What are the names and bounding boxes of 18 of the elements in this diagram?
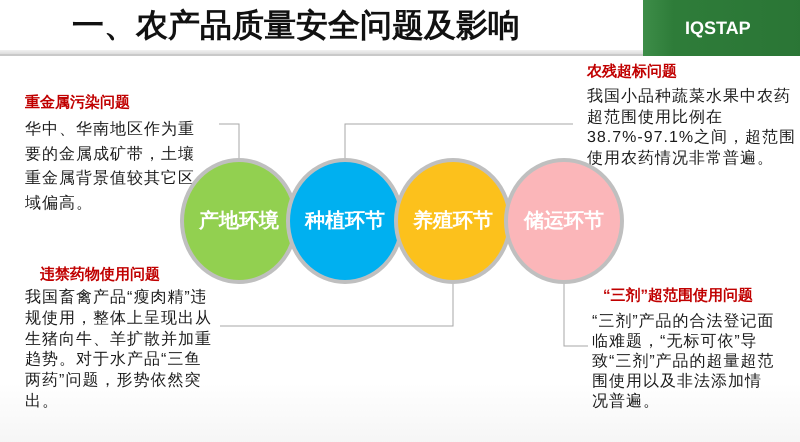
issue-heading: 重金属污染问题 [25,94,130,112]
issue-description: 华中、华南地区作为重要的金属成矿带，土壤重金属背景值较其它区域偏高。 [25,120,196,214]
leader-line [344,124,574,158]
stage-label: 种植环节 [305,209,385,233]
stage-label: 储运环节 [524,209,604,233]
issue-heading: 农残超标问题 [587,63,677,81]
stage-label: 养殖环节 [413,209,493,233]
issue-description: “三剂”产品的合法登记面临难题，“无标可依”导致“三剂”产品的超量超范围使用以及非法添加情况普遍。 [592,312,776,412]
issue-description: 我国畜禽产品“瘦肉精”违规使用，整体上呈现出从生猪向牛、羊扩散并加重趋势。对于水产品“三鱼两药”问题，形势依然突出。 [25,288,213,412]
issue-heading: “三剂”超范围使用问题 [603,287,753,305]
slide-title: 一、农产品质量安全问题及影响 [72,6,520,45]
leader-line [218,124,240,158]
issue-description: 我国小品种蔬菜水果中农药超范围使用比例在38.7%-97.1%之间，超范围使用农药情况非常普遍。 [587,87,797,168]
leader-line [564,284,588,346]
stage-label: 产地环境 [199,209,279,233]
issue-heading: 违禁药物使用问题 [40,266,160,284]
institute-acronym: IQSTAP [685,17,751,39]
leader-line [220,284,454,326]
